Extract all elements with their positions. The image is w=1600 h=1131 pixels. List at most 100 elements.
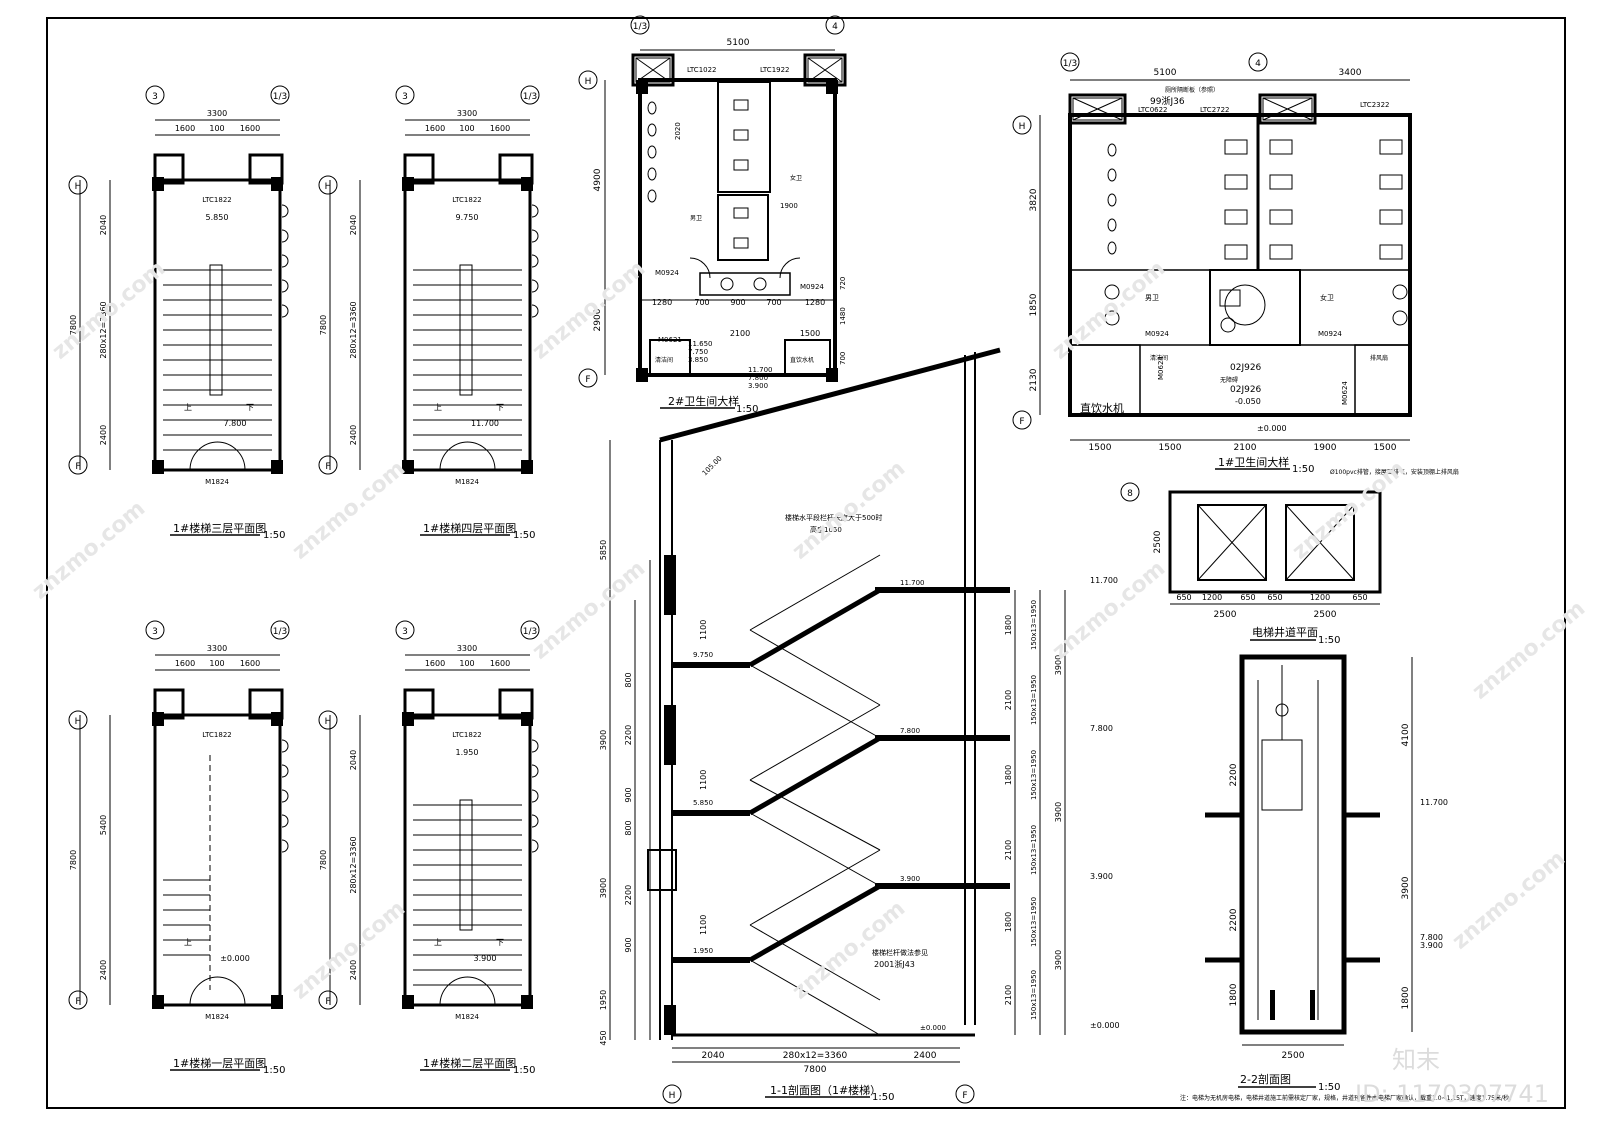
t1-room-0: 男卫	[1145, 294, 1159, 302]
ss-in3: ±0.000	[920, 1024, 946, 1032]
t1-ref-0: 02J926	[1230, 363, 1262, 373]
sp-dim-b: 100	[459, 124, 474, 133]
sp-axis-axis-left: 3	[402, 627, 408, 637]
sp-dim-a: 1600	[175, 659, 195, 668]
t2-dim-b3: 700	[766, 298, 781, 307]
t1-dim-left-1: 1850	[1029, 293, 1039, 316]
sp-axis-axis-bottom: F	[75, 462, 80, 472]
t2-room-0: 男卫	[690, 215, 702, 222]
sp-up: 上	[184, 403, 192, 412]
ss-rc0: 3900	[1054, 655, 1063, 675]
t1-room-4: 排风扇	[1370, 354, 1388, 362]
es-ld0: 2200	[1229, 763, 1239, 786]
es-r0: 4100	[1401, 723, 1411, 746]
ep-scale: 1:50	[1318, 635, 1340, 646]
sp-dim-l0: 2040	[349, 215, 358, 235]
sp-dim-l0: 5400	[99, 815, 108, 835]
t1-door-3: M0624	[1341, 381, 1349, 405]
sp-door: M1824	[205, 1013, 229, 1021]
sp-landing: 11.700	[471, 419, 499, 428]
sp-axis-axis-top: H	[325, 182, 332, 192]
ss-ld2: 3900	[599, 878, 608, 898]
ep-d1: 1200	[1202, 593, 1222, 602]
t1-axis-l: 1/3	[1063, 59, 1077, 69]
ss-ld4: 450	[599, 1030, 608, 1045]
t1-dim-b1: 1500	[1159, 443, 1182, 453]
ep-d5: 650	[1352, 593, 1367, 602]
sp-window: LTC1822	[202, 196, 232, 204]
ss-ll1: 5.850	[693, 799, 713, 807]
t2-lv2-1: 7.800	[748, 374, 768, 382]
sp-dim-total-v: 7800	[319, 850, 328, 870]
ss-ra5: 2100	[1004, 985, 1013, 1005]
t1-door-1: M0924	[1318, 330, 1342, 338]
ss-rh0: 1100	[699, 620, 708, 640]
t1-dim-b2: 2100	[1234, 443, 1257, 453]
sp-dim-l0: 2040	[349, 750, 358, 770]
t2-dim-b2: 900	[730, 298, 745, 307]
t2-room-2: 清洁间	[655, 356, 673, 364]
ss-axis-l: H	[669, 1091, 676, 1101]
t1-dim-b4: 1500	[1374, 443, 1397, 453]
ss-total: 7800	[804, 1065, 827, 1075]
t2-lv2-2: 3.900	[748, 382, 768, 390]
watermark-text: znzmo.com	[48, 256, 170, 364]
sp-axis-axis-top: H	[325, 717, 332, 727]
es-ld2: 1800	[1229, 983, 1239, 1006]
t2-win-0: LTC1022	[687, 66, 717, 74]
sp-title: 1#楼梯三层平面图	[173, 521, 266, 535]
t2-sd-5: 700	[839, 352, 847, 365]
t1-dim-left-0: 3820	[1029, 188, 1039, 211]
sp-scale: 1:50	[513, 1065, 535, 1076]
ss-angle: 105.00	[701, 454, 724, 477]
sp-dim-l2: 2400	[99, 425, 108, 445]
sp-window: LTC1822	[202, 731, 232, 739]
sp-landing: 3.900	[474, 954, 497, 963]
ss-bd1: 280x12=3360	[783, 1051, 848, 1061]
sp-scale: 1:50	[513, 530, 535, 541]
ss-in2: 3.900	[900, 875, 920, 883]
watermark-text: znzmo.com	[788, 456, 910, 564]
t1-ref: 99浙J36	[1150, 95, 1185, 107]
t1-win-0: LTC0622	[1138, 106, 1168, 114]
ss-in1: 7.800	[900, 727, 920, 735]
es-r2: 1800	[1401, 986, 1411, 1009]
t1-title: 1#卫生间大样	[1218, 455, 1289, 469]
t1-dim-b0: 1500	[1089, 443, 1112, 453]
elevator-section: 4100 3900 1800 11.700 3.900 7.800 2200 2…	[1180, 654, 1515, 1102]
t2-win-1: LTC1922	[760, 66, 790, 74]
t2-room-1: 女卫	[790, 174, 802, 182]
ep-axis: 8	[1127, 489, 1133, 499]
sp-axis-axis-right: 1/3	[273, 92, 287, 102]
sp-title: 1#楼梯二层平面图	[423, 1056, 516, 1070]
sp-level: 1.950	[456, 748, 479, 757]
es-title: 2-2剖面图	[1240, 1072, 1291, 1086]
sheet-border	[46, 17, 1566, 1109]
sp-dim-c: 1600	[490, 659, 510, 668]
t2-dim-b4: 1280	[805, 298, 825, 307]
sp-down: 下	[496, 938, 504, 947]
sp-dim-l1: 280x12=3360	[349, 301, 358, 358]
ss-rb3: 150x13=1950	[1030, 825, 1038, 875]
sp-down: 下	[246, 403, 254, 412]
t1-win-2: LTC2322	[1360, 101, 1390, 109]
t1-room-3: 直饮水机	[1080, 401, 1124, 415]
ss-ra0: 1800	[1004, 615, 1013, 635]
sp-axis-axis-top: H	[75, 182, 82, 192]
t1-axis-t: H	[1019, 122, 1026, 132]
ss-rb0: 150x13=1950	[1030, 600, 1038, 650]
sp-dim-b: 100	[459, 659, 474, 668]
sp-axis-axis-left: 3	[402, 92, 408, 102]
t1-win-1: LTC2722	[1200, 106, 1230, 114]
ss-ra4: 1800	[1004, 912, 1013, 932]
sp-title: 1#楼梯四层平面图	[423, 521, 516, 535]
t1-dim-b3: 1900	[1314, 443, 1337, 453]
ss-lr2: 3.900	[1090, 872, 1113, 881]
elevator-plan: 650 1200 650 650 1200 650 2500 2500 2500…	[1120, 482, 1382, 646]
t2-axis-b: F	[585, 375, 590, 385]
ss-rail-ref: 2001浙J43	[874, 959, 915, 969]
sp-axis-axis-right: 1/3	[273, 627, 287, 637]
sp-dim-l0: 2040	[99, 215, 108, 235]
t2-lv2-0: 11.700	[748, 366, 773, 374]
